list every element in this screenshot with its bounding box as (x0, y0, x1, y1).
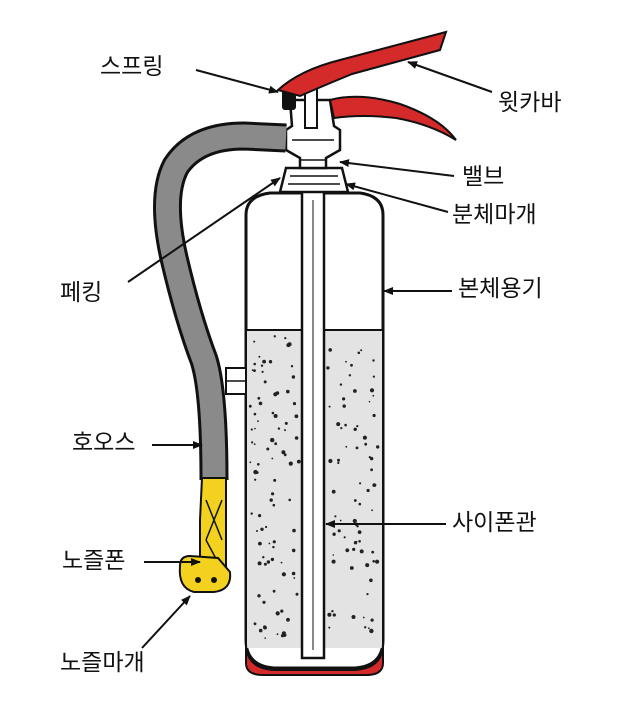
leader-top-cover (407, 61, 493, 93)
label-spring: 스프링 (100, 54, 164, 80)
label-nozzle-cap: 노즐마개 (60, 650, 145, 676)
lower-lever (328, 95, 457, 141)
label-packing: 페킹 (60, 280, 103, 306)
leader-packing (127, 177, 281, 283)
leader-spring (195, 69, 279, 94)
label-nozzle-tip: 노즐폰 (62, 548, 126, 574)
leader-body-cap (345, 182, 449, 213)
leader-nozzle-cap (141, 595, 191, 649)
body-cap (278, 166, 350, 194)
top-cover-lever (275, 30, 448, 98)
label-siphon-tube: 사이폰관 (452, 510, 537, 536)
hose (156, 124, 287, 481)
label-body-cap: 분체마개 (452, 202, 537, 228)
leader-valve (339, 159, 455, 177)
label-hose: 호오스 (72, 430, 136, 456)
label-body-container: 본체용기 (458, 276, 543, 302)
cylinder-base (245, 643, 384, 676)
label-top-cover: 윗카바 (498, 90, 562, 116)
label-valve: 밸브 (462, 164, 505, 190)
